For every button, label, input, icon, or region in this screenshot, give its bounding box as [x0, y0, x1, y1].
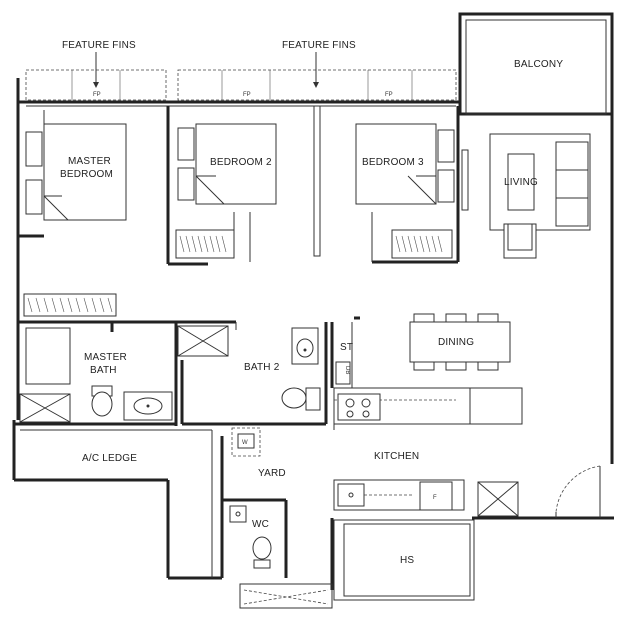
- washer: [231, 427, 261, 457]
- master-bath: [14, 293, 178, 426]
- bath-2: [176, 320, 328, 426]
- fridge-label: F: [433, 495, 437, 501]
- dining-label: DINING: [438, 337, 474, 348]
- fp-label-2: FP: [243, 92, 251, 98]
- store-room: [330, 322, 353, 388]
- balcony-label: BALCONY: [514, 59, 563, 70]
- master-bath-label-2: BATH: [90, 365, 117, 376]
- entrance-door: [555, 465, 601, 518]
- bedroom-3-label: BEDROOM 3: [362, 157, 424, 168]
- bedroom-2-label: BEDROOM 2: [210, 157, 272, 168]
- db-label: DB: [344, 366, 350, 374]
- hs-label: HS: [400, 555, 414, 566]
- bottom-ledge: [239, 583, 333, 609]
- kitchen-counter: [333, 387, 523, 425]
- living-label: LIVING: [504, 177, 538, 188]
- wc-label: WC: [252, 519, 269, 530]
- kitchen-sink-counter: [333, 479, 465, 511]
- washer-label: W: [242, 440, 248, 446]
- store-label: ST: [340, 342, 353, 353]
- master-bedroom: [18, 110, 127, 238]
- yard-label: YARD: [258, 468, 286, 479]
- fp-label-3: FP: [385, 92, 393, 98]
- bedroom-3: [355, 106, 460, 264]
- ac-ledge: [20, 429, 213, 578]
- fp-label-1: FP: [93, 92, 101, 98]
- kitchen-label: KITCHEN: [374, 451, 419, 462]
- master-bath-label-1: MASTER: [84, 352, 127, 363]
- feature-fins-strip: [18, 52, 460, 107]
- interior-walls: [110, 316, 614, 464]
- master-bedroom-label-2: BEDROOM: [60, 169, 113, 180]
- bedroom-2: [166, 106, 277, 266]
- ac-ledge-label: A/C LEDGE: [82, 453, 137, 464]
- master-bedroom-label-1: MASTER: [68, 156, 111, 167]
- household-shelter: [330, 518, 475, 601]
- balcony-room: [458, 12, 614, 116]
- dining-area: [409, 313, 511, 371]
- wc-room: [220, 436, 288, 578]
- bath-2-label: BATH 2: [244, 362, 280, 373]
- partition-columns: [166, 105, 321, 257]
- feature-fins-label-right: FEATURE FINS: [282, 40, 356, 51]
- living-room: [461, 133, 591, 259]
- kitchen-shaft: [477, 481, 519, 517]
- feature-fins-label-left: FEATURE FINS: [62, 40, 136, 51]
